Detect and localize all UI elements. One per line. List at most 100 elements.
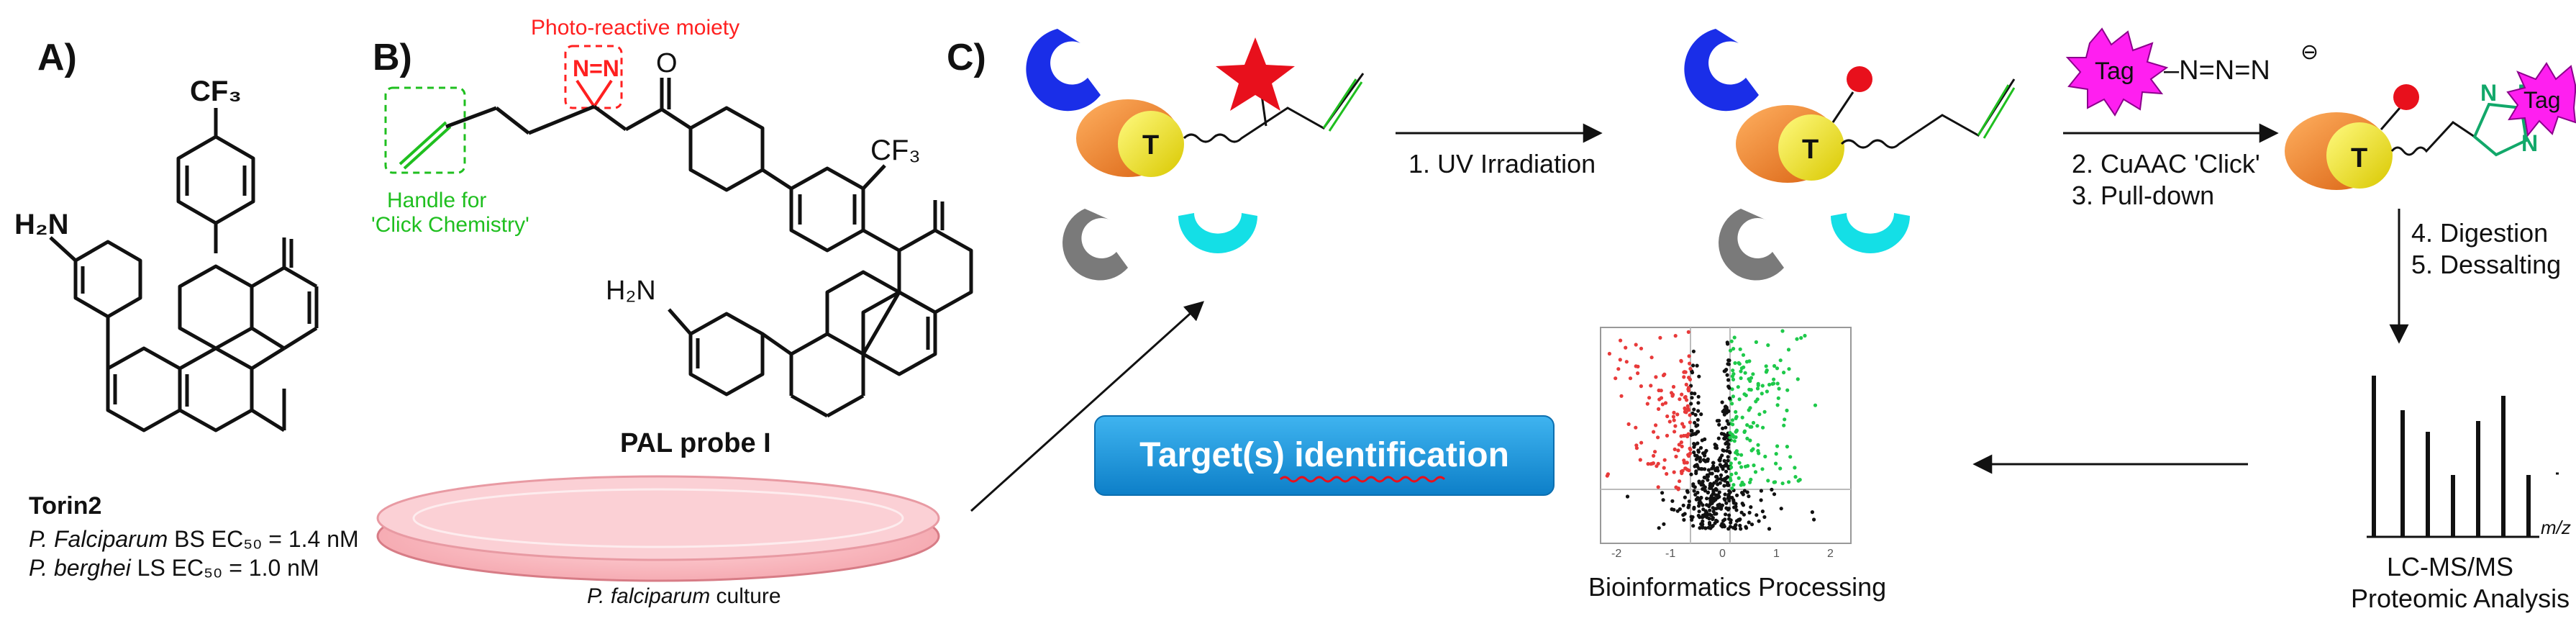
volcano-point bbox=[1711, 464, 1716, 468]
volcano-point bbox=[1734, 504, 1738, 509]
volcano-point bbox=[1714, 443, 1719, 448]
target-identification-button[interactable]: Target(s) identification bbox=[1094, 415, 1555, 496]
volcano-point bbox=[1731, 372, 1736, 376]
volcano-point bbox=[1725, 440, 1729, 444]
volcano-point bbox=[1673, 334, 1678, 338]
volcano-point bbox=[1662, 372, 1667, 376]
volcano-point bbox=[1682, 425, 1686, 429]
spellcheck-underline bbox=[1279, 476, 1446, 483]
volcano-point bbox=[1757, 519, 1761, 523]
volcano-point bbox=[1674, 485, 1678, 489]
volcano-point bbox=[1605, 474, 1609, 478]
volcano-point bbox=[1706, 468, 1711, 472]
volcano-point bbox=[1673, 424, 1678, 428]
volcano-point bbox=[1701, 507, 1706, 512]
volcano-point bbox=[1772, 363, 1777, 368]
alkyne-2 bbox=[1977, 84, 2010, 136]
volcano-point bbox=[1761, 425, 1765, 430]
volcano-point bbox=[1675, 412, 1680, 417]
volcano-point bbox=[1662, 522, 1666, 526]
volcano-point bbox=[1734, 522, 1738, 527]
torin2-structure bbox=[49, 108, 319, 433]
volcano-point bbox=[1727, 396, 1732, 401]
torin2-species-2: P. berghei bbox=[29, 555, 132, 581]
volcano-point bbox=[1734, 416, 1738, 421]
volcano-point bbox=[1680, 444, 1684, 449]
probe-tail-1 bbox=[1183, 73, 1365, 143]
volcano-point bbox=[1706, 457, 1710, 461]
volcano-point bbox=[1616, 367, 1621, 371]
volcano-point bbox=[1695, 363, 1699, 368]
volcano-point bbox=[1634, 425, 1638, 430]
volcano-point bbox=[1732, 439, 1737, 443]
volcano-point bbox=[1672, 410, 1676, 415]
torin2-activity-1: P. Falciparum BS EC₅₀ = 1.4 nM bbox=[29, 526, 359, 552]
volcano-point bbox=[1747, 520, 1751, 525]
volcano-point bbox=[1726, 362, 1731, 366]
volcano-point bbox=[1638, 458, 1642, 462]
volcano-point bbox=[1726, 378, 1731, 382]
volcano-point bbox=[1710, 484, 1714, 488]
volcano-point bbox=[1697, 479, 1701, 484]
volcano-point bbox=[1724, 512, 1728, 517]
culture-caption: P. falciparum culture bbox=[587, 584, 781, 608]
volcano-point bbox=[1760, 384, 1765, 388]
volcano-point bbox=[1738, 523, 1742, 528]
volcano-point bbox=[1728, 450, 1732, 455]
volcano-point bbox=[1729, 339, 1734, 343]
volcano-point bbox=[1715, 466, 1719, 470]
volcano-point bbox=[1660, 402, 1665, 407]
photo-star bbox=[1216, 37, 1295, 111]
culture-rest: culture bbox=[710, 584, 780, 608]
volcano-point bbox=[1719, 476, 1723, 481]
volcano-point bbox=[1667, 420, 1672, 424]
volcano-point bbox=[1703, 459, 1708, 463]
volcano-point bbox=[1634, 443, 1639, 448]
volcano-point bbox=[1812, 517, 1816, 522]
volcano-point bbox=[1706, 490, 1711, 494]
volcano-point bbox=[1749, 376, 1754, 380]
volcano-point bbox=[1731, 499, 1736, 504]
volcano-point bbox=[1675, 509, 1680, 513]
volcano-point bbox=[1717, 419, 1721, 423]
torin2-value-1: BS EC₅₀ = 1.4 nM bbox=[168, 526, 358, 552]
volcano-point bbox=[1625, 494, 1630, 499]
volcano-point bbox=[1695, 463, 1699, 467]
volcano-point bbox=[1728, 430, 1732, 435]
volcano-point bbox=[1680, 422, 1685, 426]
torin2-activity-2: P. berghei LS EC₅₀ = 1.0 nM bbox=[29, 555, 319, 581]
step-4-label: 4. Digestion bbox=[2411, 218, 2548, 248]
volcano-point bbox=[1747, 510, 1752, 515]
volcano-point bbox=[1688, 420, 1692, 425]
volcano-point bbox=[1742, 512, 1746, 517]
volcano-point bbox=[1690, 391, 1694, 396]
volcano-point bbox=[1785, 445, 1789, 449]
volcano-point bbox=[1778, 466, 1783, 471]
target-protein-2 bbox=[1778, 114, 1844, 181]
volcano-point bbox=[1748, 438, 1752, 443]
volcano-point bbox=[1702, 475, 1706, 480]
handle-label-1: Handle for bbox=[387, 189, 486, 212]
volcano-point bbox=[1740, 415, 1744, 420]
volcano-tick-label: -1 bbox=[1665, 548, 1675, 560]
volcano-point bbox=[1786, 348, 1791, 352]
handle-label-2: 'Click Chemistry' bbox=[371, 213, 529, 237]
target-protein-1 bbox=[1118, 111, 1184, 177]
volcano-point bbox=[1639, 384, 1643, 389]
volcano-point bbox=[1690, 429, 1694, 433]
volcano-point bbox=[1711, 506, 1715, 510]
volcano-point bbox=[1688, 361, 1692, 366]
volcano-point bbox=[1739, 453, 1744, 457]
volcano-point bbox=[1754, 340, 1758, 344]
volcano-point bbox=[1688, 446, 1692, 450]
volcano-point bbox=[1737, 476, 1741, 480]
volcano-point bbox=[1688, 377, 1693, 382]
volcano-point bbox=[1654, 423, 1658, 427]
volcano-point bbox=[1691, 349, 1696, 353]
tag-azide-reagent: Tag –N=N=N ⊖ bbox=[2065, 27, 2318, 117]
volcano-point bbox=[1721, 467, 1725, 471]
volcano-point bbox=[1678, 479, 1682, 484]
diazirine-ring bbox=[575, 79, 613, 108]
volcano-point bbox=[1698, 445, 1703, 450]
alkyne-1b bbox=[1328, 81, 1363, 132]
